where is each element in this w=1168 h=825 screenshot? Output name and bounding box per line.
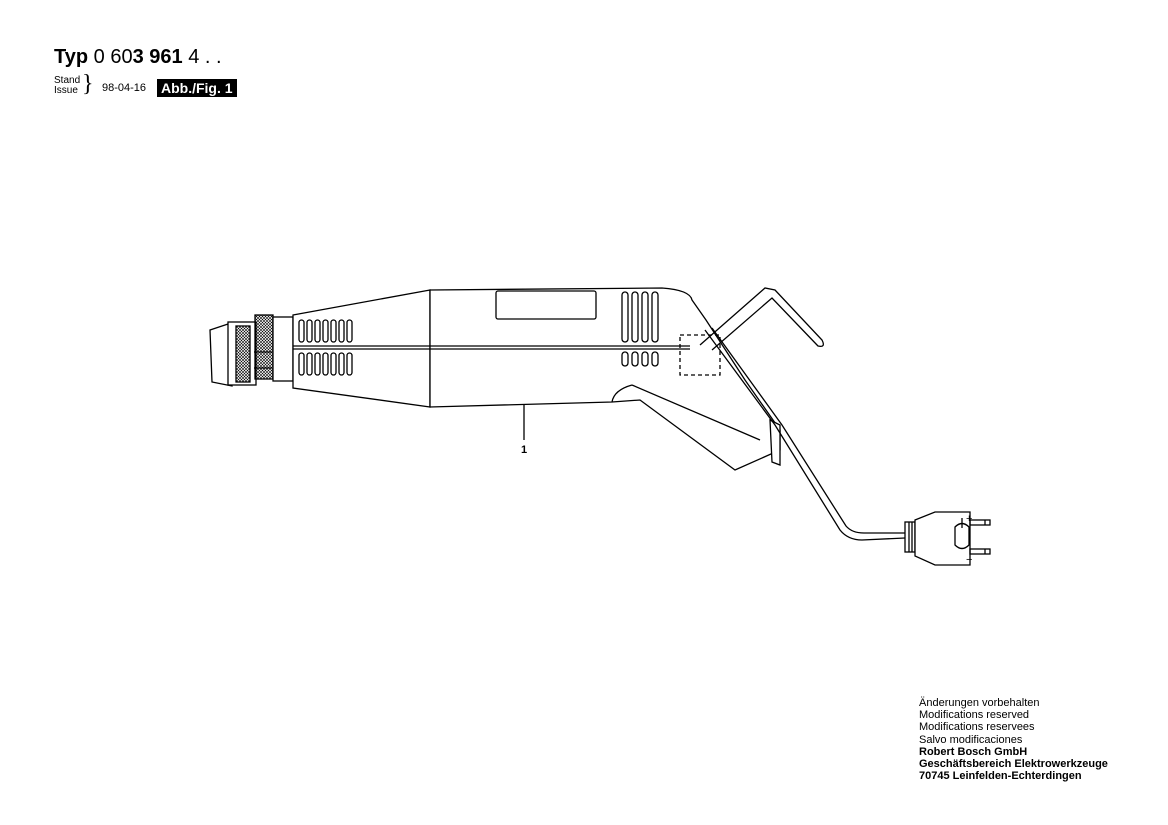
wire-hook	[699, 287, 824, 351]
revision-date: 98-04-16	[102, 82, 147, 94]
company-address: 70745 Leinfelden-Echterdingen	[919, 770, 1082, 783]
notice-line-es: Salvo modificaciones	[919, 733, 1023, 746]
document-header: Typ 0 603 961 4 . .	[54, 46, 222, 68]
power-plug	[904, 511, 991, 566]
power-cable	[704, 327, 906, 541]
brace-icon: }	[82, 71, 94, 97]
chuck	[209, 314, 294, 387]
plug-minus-label: −	[966, 554, 972, 566]
plug-plus-label: +	[966, 513, 972, 525]
company-division: Geschäftsbereich Elektrowerkzeuge	[919, 758, 1108, 771]
type-number: Typ 0 603 961 4 . .	[54, 46, 222, 68]
company-name: Robert Bosch GmbH	[919, 745, 1028, 758]
part-callout-number: 1	[521, 444, 528, 456]
nose-section	[292, 289, 431, 408]
notice-line-fr: Modifications reservees	[919, 721, 1035, 734]
figure-badge: Abb./Fig. 1	[157, 79, 237, 97]
notice-line-de: Änderungen vorbehalten	[919, 697, 1040, 709]
notice-line-en: Modifications reserved	[919, 709, 1030, 722]
motor-housing	[429, 287, 781, 471]
stand-issue-label: Stand Issue	[54, 75, 81, 96]
footer-notice: Änderungen vorbehalten Modifications res…	[919, 697, 1108, 782]
